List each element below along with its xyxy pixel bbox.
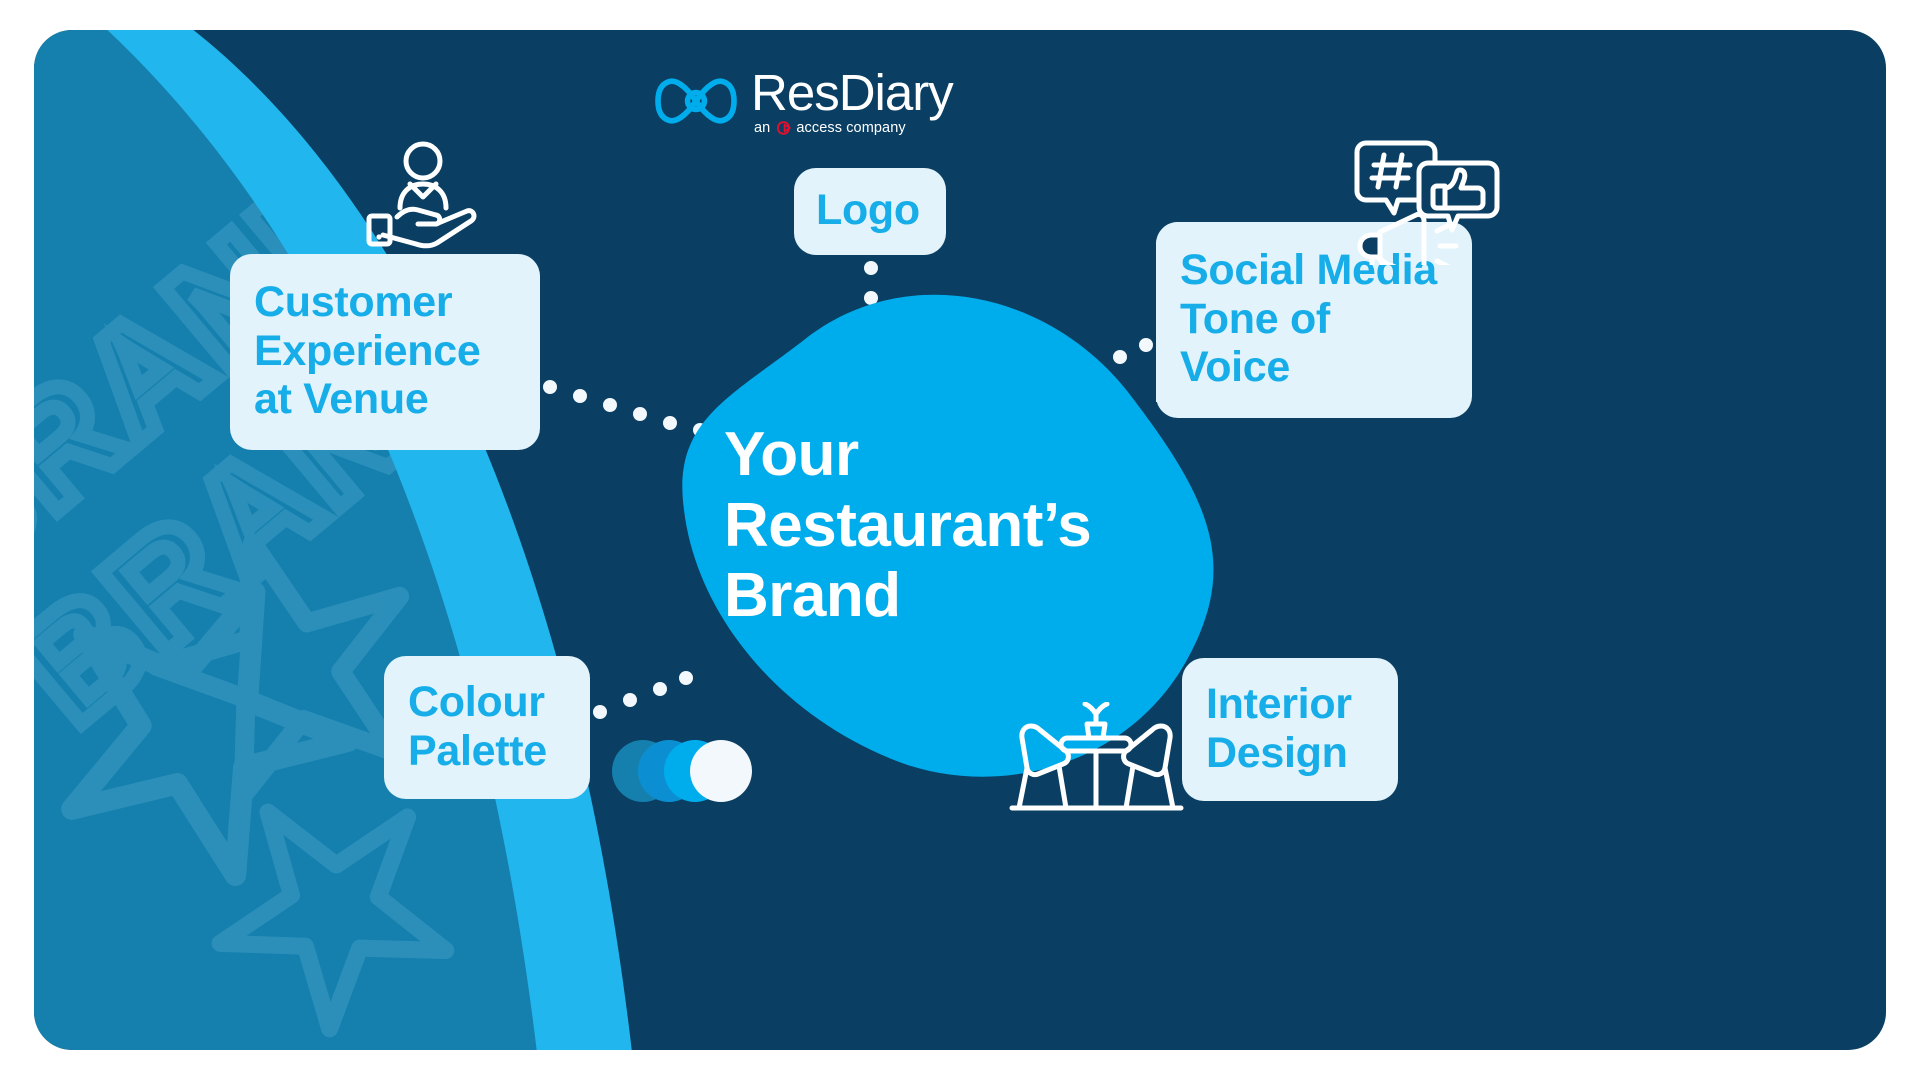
card-customer-experience[interactable]: Customer Experience at Venue [230,254,540,450]
tagline-prefix: an [754,119,771,136]
central-label: Your Restaurant’s Brand [724,420,1092,631]
card-customer-experience-label: Customer Experience at Venue [254,278,481,424]
colour-palette-swatches [612,740,752,802]
swatch-off-white [690,740,752,802]
card-colour-palette[interactable]: Colour Palette [384,656,590,800]
central-brand-blob [682,294,1214,777]
tagline-suffix: access company [796,119,906,136]
resdiary-wordmark-block: ResDiary an access company [751,63,954,136]
resdiary-wordmark: ResDiary [751,63,954,121]
infographic-board: BRAND BRAND [34,30,1886,1050]
card-social-media-tone[interactable]: Social Media Tone of Voice [1156,222,1472,418]
person-in-hand-icon [366,141,477,249]
card-logo-label: Logo [816,186,920,234]
card-social-media-tone-label: Social Media Tone of Voice [1180,246,1437,392]
access-tagline: an access company [754,121,953,136]
access-logo-icon [777,121,792,135]
card-interior-design[interactable]: Interior Design [1182,658,1398,802]
resdiary-logo: ResDiary an access company [655,62,995,140]
hashtag-thumbsup-megaphone-icon [1354,140,1500,265]
card-logo[interactable]: Logo [794,168,946,255]
table-and-chairs-icon [1009,702,1184,811]
cyan-arc [74,30,634,1050]
card-colour-palette-label: Colour Palette [408,678,547,775]
resdiary-infinity-logo-icon [655,78,737,124]
card-interior-design-label: Interior Design [1206,680,1352,777]
